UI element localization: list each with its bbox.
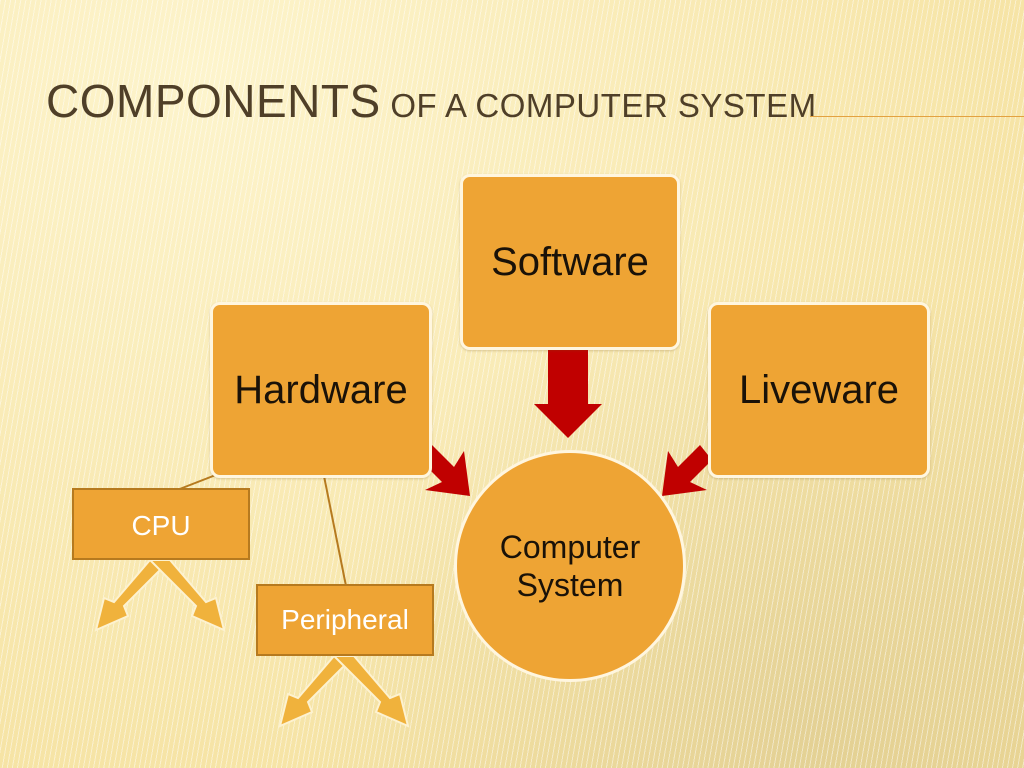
- node-hardware-label: Hardware: [234, 367, 408, 412]
- node-software: Software: [460, 174, 680, 350]
- node-cpu: CPU: [72, 488, 250, 560]
- slide-title-main: COMPONENTS: [46, 75, 381, 127]
- slide-title: COMPONENTS OF A COMPUTER SYSTEM: [46, 74, 817, 128]
- arrow-liveware-to-center: [662, 445, 712, 496]
- node-hardware: Hardware: [210, 302, 432, 478]
- node-computer-system: Computer System: [454, 450, 686, 682]
- node-cpu-label: CPU: [131, 510, 191, 541]
- arrow-hardware-to-center: [420, 445, 470, 496]
- slide-title-sub: OF A COMPUTER SYSTEM: [380, 87, 817, 124]
- node-liveware-label: Liveware: [738, 367, 900, 412]
- node-peripheral-label: Peripheral: [281, 604, 409, 635]
- node-computer-system-label: Computer System: [499, 529, 641, 603]
- arrow-software-to-center: [534, 350, 602, 438]
- cpu-split-arrows: [94, 559, 226, 632]
- node-peripheral: Peripheral: [256, 584, 434, 656]
- peripheral-split-arrows: [278, 655, 410, 728]
- title-underline: [810, 116, 1024, 117]
- node-software-label: Software: [491, 239, 649, 284]
- node-liveware: Liveware: [708, 302, 930, 478]
